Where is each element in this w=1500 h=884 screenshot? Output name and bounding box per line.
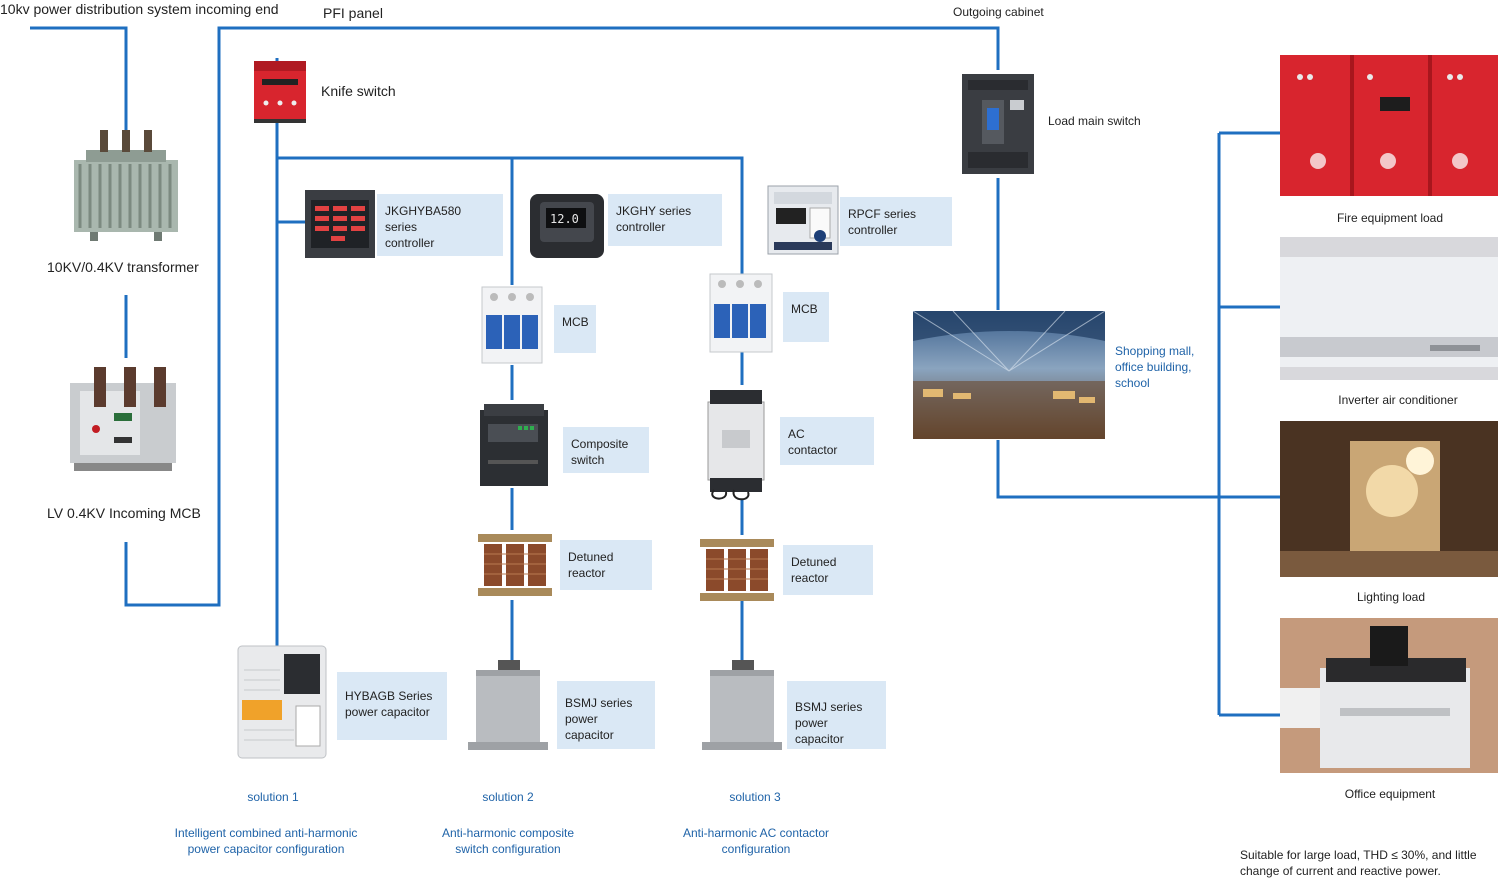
- solution-1-desc-line1: Intelligent combined anti-harmonic: [174, 826, 358, 840]
- contactor-line2: contactor: [788, 443, 838, 457]
- solution-1-title: solution 1: [247, 790, 299, 804]
- jkghyba580-controller-icon: [305, 190, 375, 258]
- col2-mcb-label: MCB: [554, 305, 596, 353]
- rpcf-controller-label: RPCF series controller: [840, 197, 952, 246]
- col2-mcb-text: MCB: [562, 315, 589, 329]
- mall-line3: school: [1115, 376, 1150, 390]
- composite-switch-icon: [480, 404, 548, 486]
- hybagb-capacitor-label: HYBAGB Series power capacitor: [337, 672, 447, 740]
- ac-contactor-label: AC contactor: [780, 417, 874, 465]
- load-main-switch-icon: [962, 74, 1034, 174]
- outgoing-cabinet-label: Outgoing cabinet: [953, 5, 1044, 19]
- col3-capacitor-line2: power capacitor: [795, 716, 844, 746]
- load-main-switch-label: Load main switch: [1048, 114, 1141, 128]
- col2-reactor-label: Detuned reactor: [560, 540, 652, 590]
- solution-2-desc-line1: Anti-harmonic composite: [441, 826, 575, 840]
- wire-incoming: [30, 26, 128, 130]
- jkghyba580-controller-label: JKGHYBA580 series controller: [377, 194, 503, 256]
- col3-reactor-line1: Detuned: [791, 555, 837, 569]
- wire-bus: [277, 156, 744, 275]
- ac-contactor-icon: [707, 390, 765, 501]
- note-line2: change of current and reactive power.: [1240, 864, 1441, 878]
- col3-capacitor-label: BSMJ series power capacitor: [787, 681, 886, 749]
- composite-line2: switch: [571, 453, 605, 467]
- jkghy-controller-label: JKGHY series controller: [608, 194, 722, 246]
- solution-3-desc-line1: Anti-harmonic AC contactor: [682, 826, 830, 840]
- jkghy-line1: JKGHY series: [616, 204, 692, 218]
- col2-capacitor-icon: [468, 660, 548, 750]
- inverter-ac-photo: [1280, 237, 1498, 380]
- col2-reactor-line2: reactor: [568, 566, 606, 580]
- jkghy-controller-icon: 12.0: [530, 194, 604, 258]
- composite-line1: Composite: [571, 437, 629, 451]
- hybagb-line1: HYBAGB Series: [345, 689, 433, 703]
- col2-reactor-line1: Detuned: [568, 550, 614, 564]
- solution-3-desc-line2: configuration: [721, 842, 791, 856]
- shopping-mall-label: Shopping mall, office building, school: [1115, 343, 1194, 391]
- composite-switch-label: Composite switch: [563, 427, 649, 473]
- mcb-icon: [481, 286, 543, 364]
- transformer-label: 10KV/0.4KV transformer: [47, 259, 199, 275]
- wire-load-bus: [996, 440, 1219, 499]
- col3-reactor-icon: [700, 539, 774, 601]
- jkghy-line2: controller: [616, 220, 666, 234]
- solution-3-title: solution 3: [729, 790, 781, 804]
- solution-1-desc: Intelligent combined anti-harmonic power…: [158, 825, 374, 857]
- col3-capacitor-icon: [702, 660, 782, 750]
- col3-reactor-line2: reactor: [791, 571, 829, 585]
- mall-line2: office building,: [1115, 360, 1192, 374]
- office-equipment-label: Office equipment: [1344, 787, 1436, 801]
- shopping-mall-photo: [913, 311, 1105, 439]
- solution-3-desc: Anti-harmonic AC contactor configuration: [666, 825, 846, 857]
- pfi-panel-label: PFI panel: [323, 5, 383, 21]
- col3-capacitor-line1: BSMJ series: [795, 700, 863, 714]
- contactor-line1: AC: [788, 427, 805, 441]
- incoming-label: 10kv power distribution system incoming …: [0, 1, 279, 17]
- fire-equipment-label: Fire equipment load: [1336, 211, 1444, 225]
- rpcf-line1: RPCF series: [848, 207, 917, 221]
- col3-mcb-label: MCB: [783, 292, 829, 342]
- hybagb-line2: power capacitor: [345, 705, 430, 719]
- incoming-mcb-label: LV 0.4KV Incoming MCB: [47, 505, 201, 521]
- transformer-icon: [74, 130, 178, 241]
- col2-capacitor-label: BSMJ series power capacitor: [557, 681, 655, 749]
- office-equipment-photo: [1280, 618, 1498, 773]
- vacuum-breaker-icon: [70, 367, 176, 471]
- wire-mcb-panel: [124, 26, 1000, 607]
- solution-1-desc-line2: power capacitor configuration: [187, 842, 345, 856]
- rpcf-controller-icon: [767, 185, 839, 255]
- knife-switch-label: Knife switch: [321, 83, 396, 99]
- knife-switch-icon: [254, 61, 306, 123]
- hybagb-capacitor-icon: [237, 645, 327, 759]
- fire-equipment-photo: [1280, 55, 1498, 196]
- col2-reactor-icon: [478, 534, 552, 596]
- solution-2-title: solution 2: [482, 790, 534, 804]
- lighting-load-photo: [1280, 421, 1498, 577]
- inverter-ac-label: Inverter air conditioner: [1338, 393, 1458, 407]
- svg-text:12.0: 12.0: [550, 212, 579, 226]
- suitability-note: Suitable for large load, THD ≤ 30%, and …: [1240, 847, 1477, 879]
- solution-2-desc-line2: switch configuration: [455, 842, 561, 856]
- jkghyba580-line2: controller: [385, 236, 435, 250]
- col2-capacitor-line2: power capacitor: [565, 712, 614, 742]
- mcb-icon: [709, 273, 773, 353]
- col3-mcb-text: MCB: [791, 302, 818, 316]
- col3-reactor-label: Detuned reactor: [783, 545, 873, 595]
- lighting-load-label: Lighting load: [1356, 590, 1426, 604]
- col2-capacitor-line1: BSMJ series: [565, 696, 633, 710]
- rpcf-line2: controller: [848, 223, 898, 237]
- jkghyba580-line1: JKGHYBA580 series: [385, 204, 462, 234]
- note-line1: Suitable for large load, THD ≤ 30%, and …: [1240, 848, 1477, 862]
- solution-2-desc: Anti-harmonic composite switch configura…: [418, 825, 598, 857]
- mall-line1: Shopping mall,: [1115, 344, 1195, 358]
